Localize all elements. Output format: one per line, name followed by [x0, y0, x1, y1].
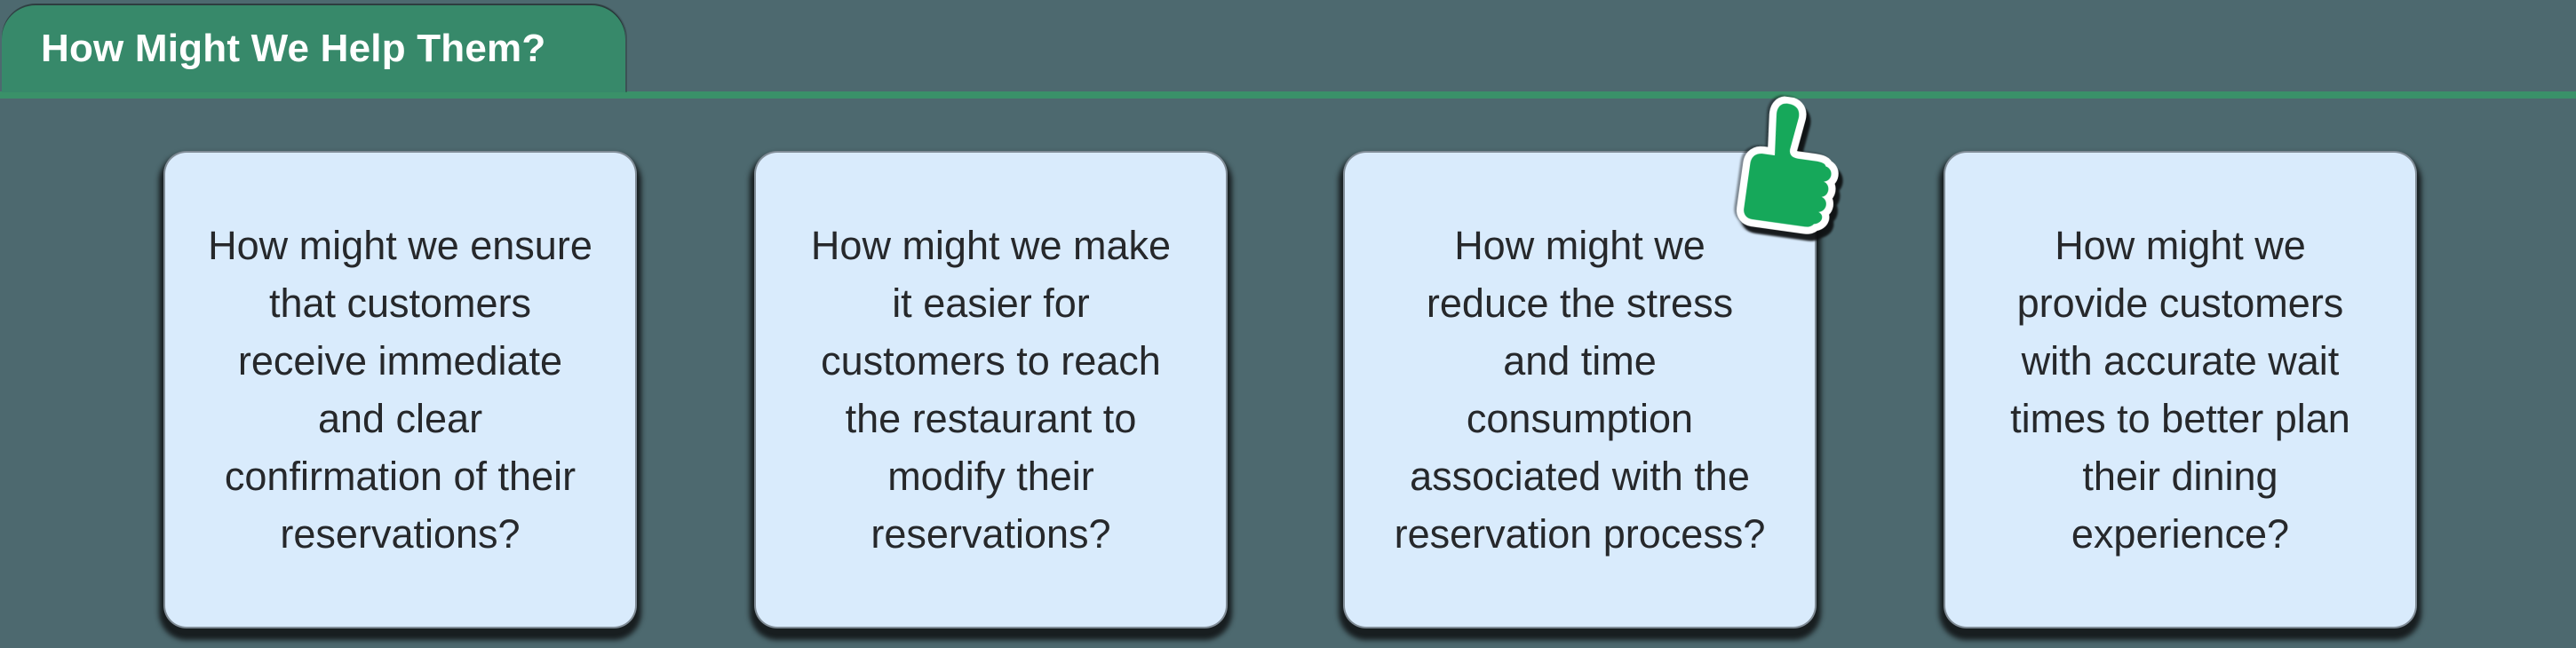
header-underline: [0, 91, 2576, 99]
how-might-we-section-tab[interactable]: How Might We Help Them?: [2, 5, 625, 92]
section-title: How Might We Help Them?: [41, 27, 546, 70]
thumbs-up-icon[interactable]: [1721, 91, 1856, 241]
hmw-card-reduce-stress[interactable]: How might we reduce the stress and time …: [1343, 151, 1817, 628]
card-text: How might we provide customers with accu…: [2010, 223, 2350, 557]
hmw-card-confirmation[interactable]: How might we ensure that customers recei…: [163, 151, 637, 628]
card-text: How might we make it easier for customer…: [810, 223, 1172, 557]
hmw-card-modify-reservations[interactable]: How might we make it easier for customer…: [754, 151, 1228, 628]
card-text: How might we reduce the stress and time …: [1394, 223, 1766, 557]
hmw-card-wait-times[interactable]: How might we provide customers with accu…: [1944, 151, 2417, 628]
card-text: How might we ensure that customers recei…: [208, 223, 592, 557]
